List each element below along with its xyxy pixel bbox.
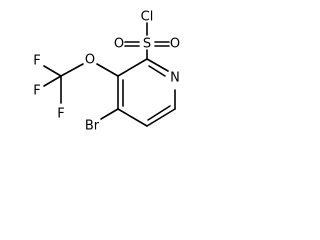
molecule-structure: Cl S O O O N Br F F F — [33, 10, 180, 134]
bond-c4-c5 — [117, 108, 148, 127]
atom-fluorine-3: F — [57, 107, 64, 122]
atom-fluorine-2: F — [33, 84, 40, 99]
atom-oxygen-sulfonyl-left: O — [114, 37, 124, 52]
atom-oxygen-ether: O — [85, 53, 95, 68]
atom-fluorine-1: F — [33, 54, 40, 69]
bond-c4-br — [100, 108, 119, 120]
bond-n-c2 — [146, 58, 169, 72]
bond-c3-o — [96, 63, 119, 77]
atom-sulfur: S — [143, 37, 151, 52]
bonds — [43, 22, 176, 127]
bond-c2-c3 — [117, 58, 148, 77]
atom-labels: Cl S O O O N Br F F F — [33, 10, 180, 134]
atom-bromine: Br — [85, 119, 100, 134]
atom-oxygen-sulfonyl-right: O — [170, 37, 180, 52]
bond-o-cf3 — [60, 63, 84, 77]
bond-c5-c6 — [146, 108, 176, 127]
atom-chlorine: Cl — [141, 10, 154, 25]
bond-cf3-f2 — [43, 75, 62, 87]
bond-c5-c6-inner — [147, 105, 171, 121]
bond-cf3-f1 — [43, 65, 62, 77]
atom-nitrogen: N — [170, 71, 180, 86]
bond-n-c2-inner — [148, 65, 166, 77]
